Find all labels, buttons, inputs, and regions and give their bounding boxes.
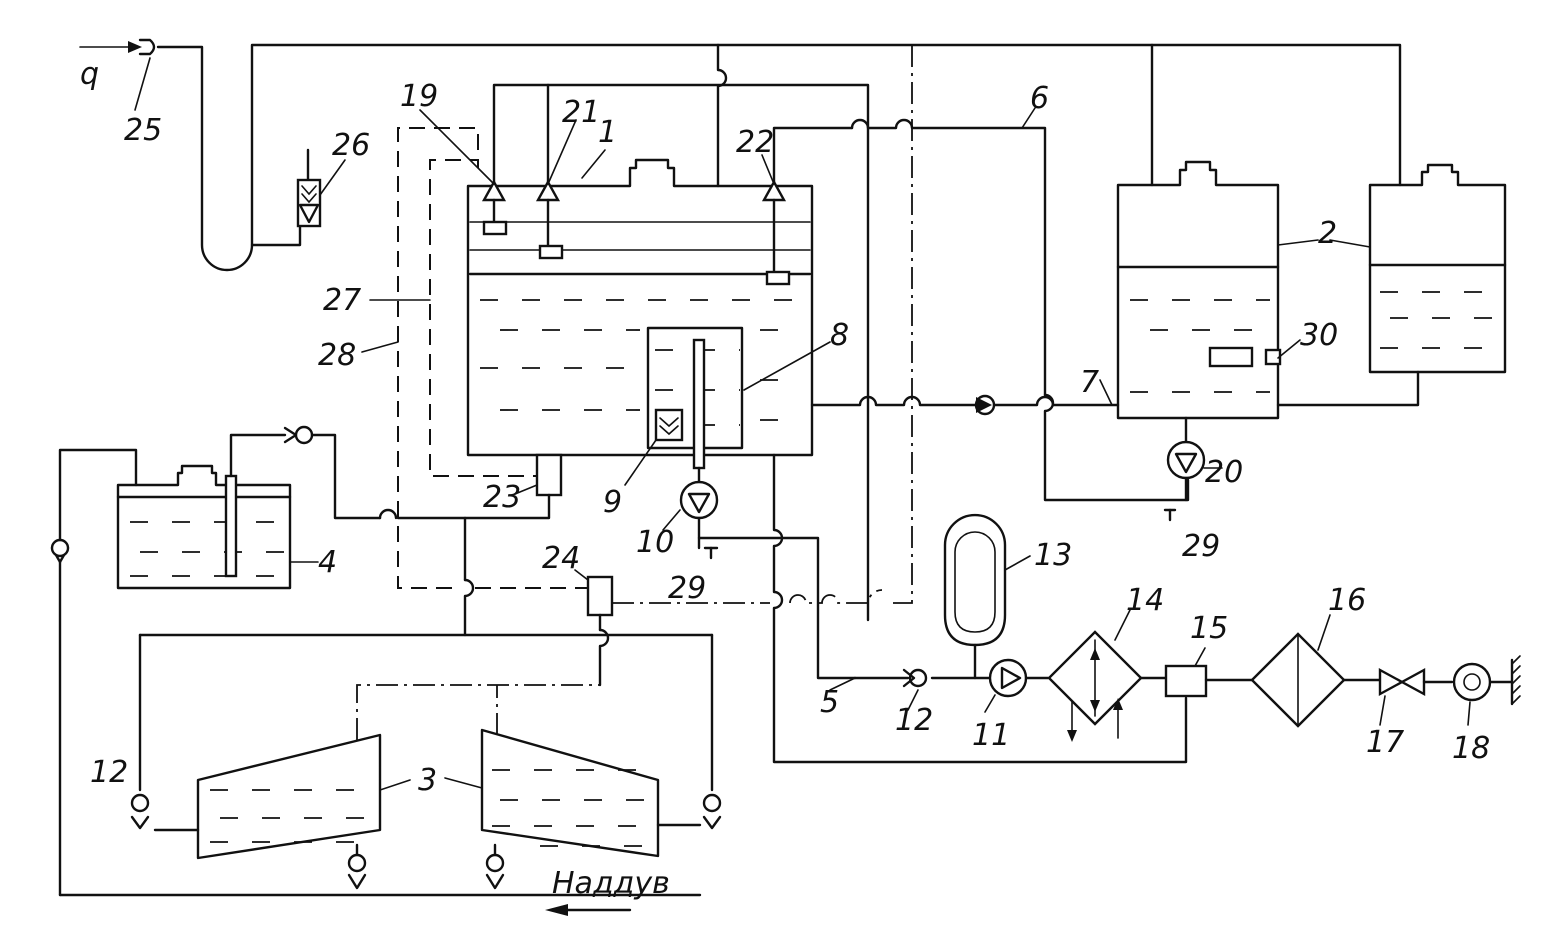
label-26: 26 <box>332 128 370 163</box>
label-30: 30 <box>1300 318 1338 353</box>
storage-tank-2b <box>1276 163 1507 407</box>
label-2: 2 <box>1318 216 1337 251</box>
valve-17 <box>1378 667 1454 726</box>
left-return-line <box>50 448 138 897</box>
label-6: 6 <box>1030 81 1049 116</box>
label-8: 8 <box>830 318 849 353</box>
level-sensors <box>419 109 791 286</box>
label-24: 24 <box>542 541 580 576</box>
pump-10 <box>662 466 857 680</box>
compressor-linkage <box>356 684 600 740</box>
inner-vessel-8 <box>646 326 831 470</box>
label-1: 1 <box>598 115 617 150</box>
meter-18 <box>1452 655 1521 726</box>
label-29-right: 29 <box>1182 529 1220 564</box>
heat-exchanger-14 <box>1047 609 1168 742</box>
filter-16 <box>1250 614 1382 728</box>
check-valve-12 <box>902 668 928 711</box>
sensor-lines <box>492 43 1190 622</box>
label-16: 16 <box>1328 583 1366 618</box>
label-11: 11 <box>972 718 1010 753</box>
label-22: 22 <box>736 125 774 160</box>
label-17: 17 <box>1366 725 1404 760</box>
label-19: 19 <box>400 79 438 114</box>
signal-line-dashdot <box>890 45 913 604</box>
accumulator-13 <box>943 513 1031 680</box>
label-7: 7 <box>1080 365 1099 400</box>
component-24 <box>574 569 883 687</box>
label-4: 4 <box>318 545 337 580</box>
label-13: 13 <box>1034 538 1072 573</box>
tank-outlet-line <box>810 379 1120 416</box>
labels: q Наддув 1 2 3 4 5 6 7 8 9 10 11 12 12 1… <box>80 57 1490 901</box>
pump-20 <box>1163 416 1223 522</box>
label-9: 9 <box>603 485 622 520</box>
label-12-right: 12 <box>895 703 933 738</box>
compressor-3-right <box>379 728 702 858</box>
storage-tank-2a <box>1116 43 1301 420</box>
label-12-left: 12 <box>90 755 128 790</box>
label-20: 20 <box>1205 455 1243 490</box>
component-23 <box>396 453 563 520</box>
label-15: 15 <box>1190 611 1228 646</box>
label-5: 5 <box>820 685 839 720</box>
boost-label: Наддув <box>552 866 670 901</box>
component-26 <box>296 148 346 228</box>
center-supply-line <box>138 516 714 792</box>
label-10: 10 <box>636 525 674 560</box>
label-23: 23 <box>483 480 521 515</box>
tank-4 <box>116 425 398 590</box>
label-27: 27 <box>323 283 361 318</box>
compressor-3-left <box>153 733 382 860</box>
boost-arrow <box>545 904 632 916</box>
pressure-line-5 <box>772 453 1188 764</box>
inlet-u-tube <box>79 38 1402 272</box>
pump-11 <box>984 658 1050 713</box>
label-25: 25 <box>124 113 162 148</box>
inlet-label: q <box>80 57 99 92</box>
label-14: 14 <box>1126 583 1164 618</box>
label-28: 28 <box>318 338 356 373</box>
component-9 <box>624 408 684 486</box>
component-15 <box>1164 647 1254 698</box>
label-29-left: 29 <box>668 571 706 606</box>
label-3: 3 <box>418 763 437 798</box>
compressor-check-valves <box>58 793 722 897</box>
label-18: 18 <box>1452 731 1490 766</box>
label-21: 21 <box>562 95 600 130</box>
main-tank-1 <box>466 149 814 457</box>
dashed-lines <box>361 127 588 589</box>
